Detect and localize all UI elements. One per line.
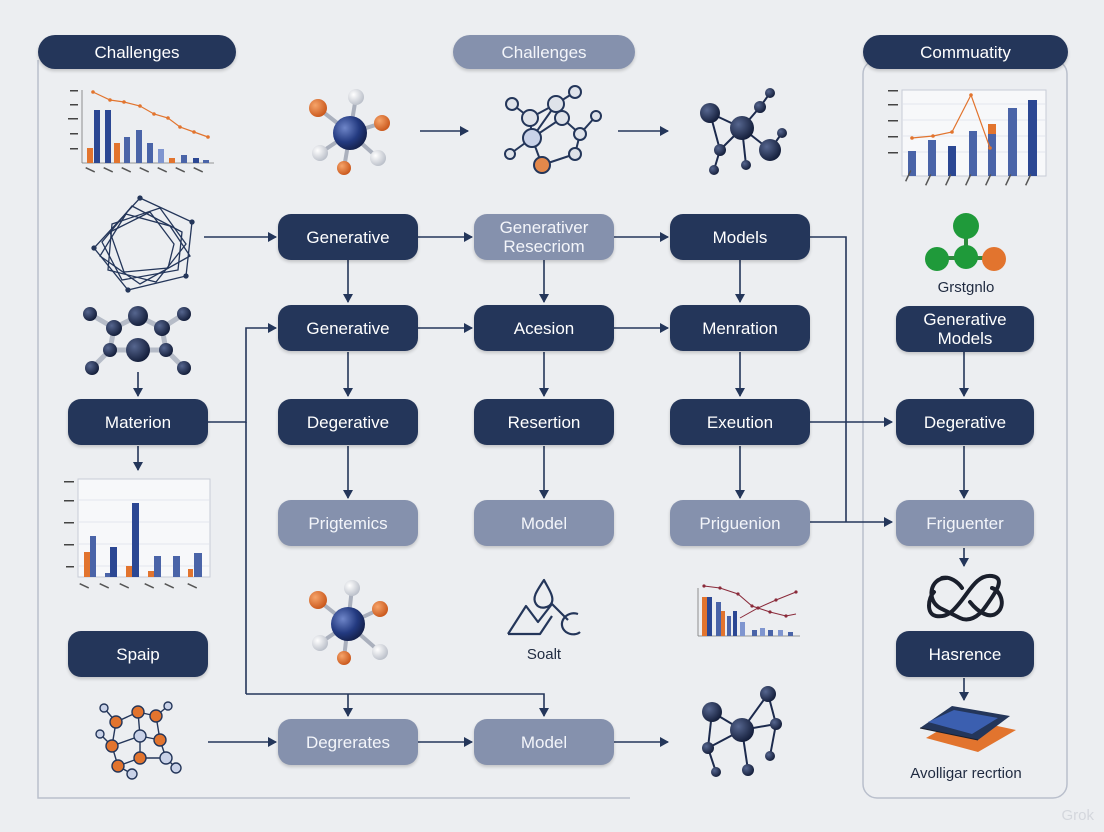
node-menration[interactable]: Menration	[670, 305, 810, 351]
watermark: Grok	[1061, 807, 1094, 824]
header-center: Challenges	[453, 35, 635, 69]
header-left: Challenges	[38, 35, 236, 69]
node-degerative-1[interactable]: Degerative	[278, 399, 418, 445]
arrow	[810, 236, 847, 522]
node-priguenion[interactable]: Priguenion	[670, 500, 810, 546]
node-prigtemics[interactable]: Prigtemics	[278, 500, 418, 546]
arrow	[246, 693, 549, 717]
node-spaip[interactable]: Spaip	[68, 631, 208, 677]
node-degrerates[interactable]: Degrerates	[278, 719, 418, 765]
network-icon	[700, 88, 787, 175]
mini-bar-chart-icon	[68, 90, 214, 173]
connector-arrows	[133, 126, 969, 747]
node-degerative-2[interactable]: Degerative	[896, 399, 1034, 445]
knot-icon	[927, 573, 1004, 622]
node-generative-1[interactable]: Generative	[278, 214, 418, 260]
node-model-mid[interactable]: Model	[474, 500, 614, 546]
node-generative-2[interactable]: Generative	[278, 305, 418, 351]
node-hasrence[interactable]: Hasrence	[896, 631, 1034, 677]
node-resertion[interactable]: Resertion	[474, 399, 614, 445]
lattice-molecule-icon	[95, 701, 182, 780]
left-panel	[37, 60, 630, 799]
mini-bar-chart-icon	[64, 478, 211, 589]
wireframe-icon	[91, 195, 195, 293]
molecule-icon	[83, 306, 191, 375]
node-acesion[interactable]: Acesion	[474, 305, 614, 351]
network-icon	[702, 686, 782, 777]
node-generative-research[interactable]: Generativer Resecriom	[474, 214, 614, 260]
node-exeution[interactable]: Exeution	[670, 399, 810, 445]
cluster-icon	[925, 213, 1006, 271]
mini-bar-chart-icon	[697, 584, 800, 637]
molecule-icon	[309, 89, 390, 175]
soalt-icon	[507, 578, 581, 636]
arrow	[208, 323, 277, 423]
node-materion[interactable]: Materion	[68, 399, 208, 445]
molecule-icon	[309, 580, 388, 665]
caption-avolligar-recrtion: Avolligar recrtion	[910, 765, 1022, 782]
network-icon	[504, 85, 602, 174]
stacked-layers-icon	[919, 706, 1016, 752]
node-model-bottom[interactable]: Model	[474, 719, 614, 765]
caption-soalt: Soalt	[526, 646, 562, 663]
node-friguenter[interactable]: Friguenter	[896, 500, 1034, 546]
node-models-top[interactable]: Models	[670, 214, 810, 260]
header-right: Commuatity	[863, 35, 1068, 69]
caption-grstgnlo: Grstgnlo	[937, 279, 995, 296]
mini-bar-chart-icon	[888, 89, 1047, 186]
node-generative-models[interactable]: Generative Models	[896, 306, 1034, 352]
